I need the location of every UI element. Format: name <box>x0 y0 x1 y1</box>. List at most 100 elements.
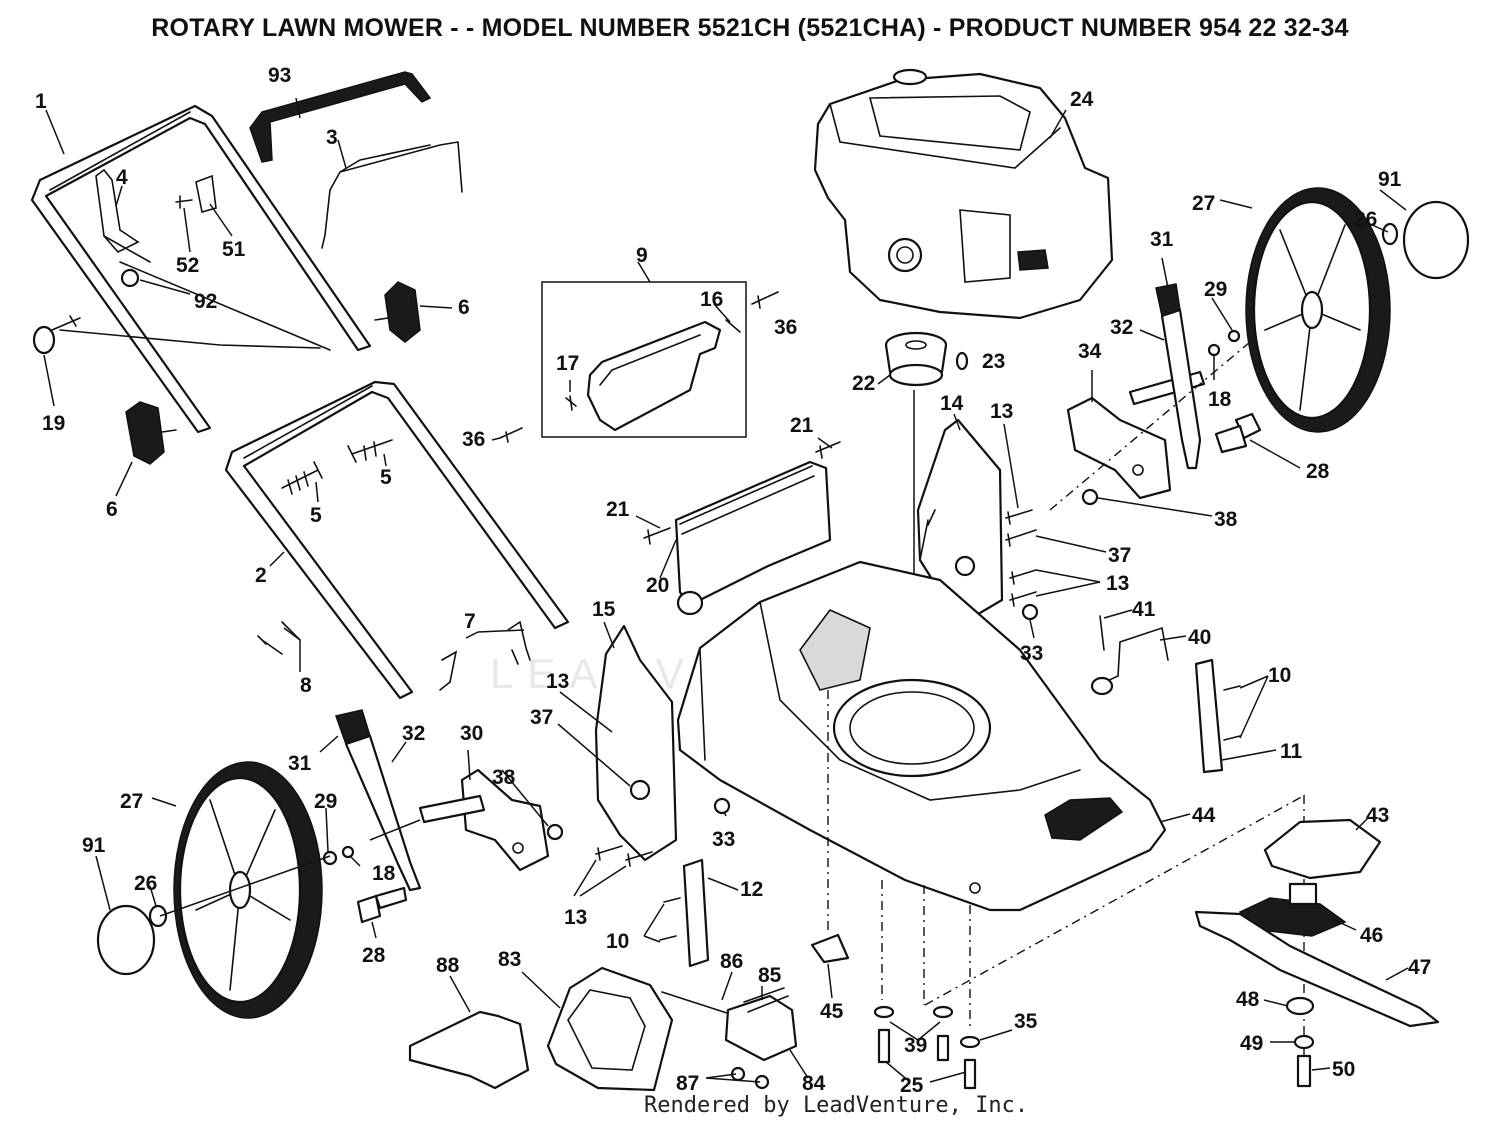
callout-28b: 28 <box>362 944 386 967</box>
deflector-45 <box>810 933 850 964</box>
screw-41 <box>1099 615 1105 651</box>
guard-88 <box>408 1010 530 1090</box>
wheel-left <box>173 761 323 1019</box>
callout-45: 45 <box>820 1000 844 1023</box>
callout-20: 20 <box>646 574 669 597</box>
bracket-51 <box>195 174 217 214</box>
knob-6-left[interactable] <box>125 401 177 465</box>
callout-44: 44 <box>1192 804 1216 827</box>
callout-21a: 21 <box>790 414 814 437</box>
bolt-50 <box>1296 1054 1312 1088</box>
callout-37b: 37 <box>530 706 553 729</box>
bolt-13-left-b <box>625 851 653 867</box>
callout-4: 4 <box>116 166 128 189</box>
callout-6a: 6 <box>458 296 470 319</box>
callout-24: 24 <box>1070 88 1094 111</box>
handle-grip[interactable] <box>249 71 432 163</box>
diagram-title: ROTARY LAWN MOWER - - MODEL NUMBER 5521C… <box>151 14 1349 42</box>
callout-23: 23 <box>982 350 1005 373</box>
callout-26b: 26 <box>134 872 157 895</box>
callout-9: 9 <box>636 244 648 267</box>
callout-47: 47 <box>1408 956 1431 979</box>
hubcap-91-left <box>96 904 156 976</box>
leader-lines <box>43 97 1409 1083</box>
knob-6-right[interactable] <box>374 281 421 343</box>
hubcap-91-right <box>1402 200 1470 280</box>
strap-12 <box>682 858 710 968</box>
callout-13b: 13 <box>1106 572 1129 595</box>
engine <box>813 68 1114 320</box>
callout-2: 2 <box>255 564 267 587</box>
callout-43: 43 <box>1366 804 1389 827</box>
washer-38-right <box>1081 488 1099 506</box>
height-lever-right[interactable] <box>1155 283 1202 470</box>
callout-22: 22 <box>852 372 875 395</box>
cable-clip <box>95 168 151 263</box>
bolt-13-a <box>1005 509 1033 525</box>
callout-11: 11 <box>1280 740 1303 763</box>
callout-36b: 36 <box>462 428 485 451</box>
washer-18-left <box>341 845 355 859</box>
blade-adapter-46 <box>1238 882 1347 937</box>
callout-21b: 21 <box>606 498 630 521</box>
footer-credit: Rendered by LeadVenture, Inc. <box>644 1093 1029 1118</box>
callout-83: 83 <box>498 948 521 971</box>
washer-18-right <box>1207 343 1221 357</box>
callout-6b: 6 <box>106 498 118 521</box>
callout-87: 87 <box>676 1072 699 1095</box>
washer-48 <box>1285 996 1315 1016</box>
detail-box-9 <box>541 281 747 438</box>
bolt-13-b <box>1009 569 1037 585</box>
bolt-5-right <box>347 439 393 463</box>
bearing-26-right <box>1381 222 1399 246</box>
screw-10-right-b <box>1223 735 1241 741</box>
axle-line-left <box>159 819 421 917</box>
callout-31a: 31 <box>1150 228 1174 251</box>
callout-33a: 33 <box>1020 642 1043 665</box>
lower-handle[interactable] <box>224 380 570 700</box>
height-bracket-left <box>594 624 678 862</box>
callout-93: 93 <box>268 64 291 87</box>
callout-3: 3 <box>326 126 338 149</box>
callout-labels: 1 2 3 4 5 5 6 6 7 8 9 10 10 11 12 13 13 … <box>35 64 1431 1097</box>
nut-33-right <box>1021 603 1039 621</box>
screw-10-left-b <box>659 935 677 941</box>
rear-flap <box>674 460 832 616</box>
callout-39: 39 <box>904 1034 927 1057</box>
callout-51: 51 <box>222 238 246 261</box>
pulley <box>884 331 948 387</box>
pin-8 <box>257 621 301 655</box>
bolt-28-right <box>1214 412 1262 454</box>
callout-12: 12 <box>740 878 763 901</box>
nut-33-left <box>713 797 731 815</box>
screw-17 <box>565 395 577 411</box>
upper-handle[interactable] <box>30 104 372 434</box>
callout-5a: 5 <box>310 504 322 527</box>
callout-30: 30 <box>460 722 483 745</box>
callout-85: 85 <box>758 964 782 987</box>
eye-bolt <box>32 315 81 355</box>
bolt-5-left <box>281 461 323 495</box>
callout-48: 48 <box>1236 988 1260 1011</box>
callout-13a: 13 <box>990 400 1013 423</box>
washer-38-left <box>546 823 564 841</box>
flap-9 <box>586 320 722 432</box>
ring-40 <box>1090 676 1114 696</box>
callout-36a: 36 <box>774 316 797 339</box>
callout-41: 41 <box>1132 598 1156 621</box>
grass-catcher-83[interactable] <box>546 966 674 1092</box>
bearing-26-left <box>148 904 168 928</box>
rod-86 <box>661 991 731 1015</box>
callout-35: 35 <box>1014 1010 1038 1033</box>
screw-10-right-a <box>1223 685 1241 691</box>
key-23 <box>955 351 969 371</box>
height-lever-left[interactable] <box>335 709 422 892</box>
callout-33b: 33 <box>712 828 735 851</box>
callout-52: 52 <box>176 254 199 277</box>
callout-38b: 38 <box>492 766 516 789</box>
control-bail <box>321 141 463 249</box>
callout-15: 15 <box>592 598 616 621</box>
callout-49: 49 <box>1240 1032 1263 1055</box>
bolt-set-39 <box>873 1005 981 1090</box>
